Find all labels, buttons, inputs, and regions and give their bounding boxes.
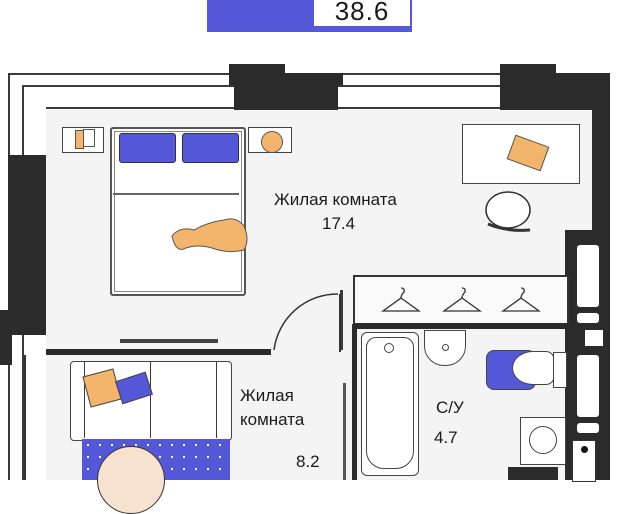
wall xyxy=(229,73,343,85)
blanket-edge xyxy=(113,193,239,195)
chair-icon xyxy=(485,191,531,232)
room-name-line1: Жилая xyxy=(240,386,294,405)
sofa-seam xyxy=(150,362,151,438)
sofa-seam xyxy=(84,362,85,438)
book-icon xyxy=(83,129,95,147)
room-name: С/У xyxy=(436,398,464,417)
window-pane xyxy=(585,330,603,346)
sink-drain-icon xyxy=(442,344,449,351)
room-label-living-small: Жилая комната xyxy=(240,386,304,430)
hanger-icon xyxy=(380,287,422,312)
room-area: 8.2 xyxy=(296,452,320,471)
table-icon xyxy=(97,446,165,514)
wardrobe xyxy=(353,275,569,328)
window-pane xyxy=(577,245,599,307)
drain-icon xyxy=(384,343,394,353)
window-line xyxy=(46,107,234,109)
hanger-icon xyxy=(500,287,542,312)
wall xyxy=(508,467,558,480)
bathtub-inner xyxy=(366,337,414,469)
room-area-bathroom: 4.7 xyxy=(434,428,458,448)
bathroom-wall xyxy=(352,324,565,329)
window-pane xyxy=(577,355,599,417)
window-pane xyxy=(24,355,46,480)
room-area-living-small: 8.2 xyxy=(296,452,320,472)
window-pane xyxy=(577,423,599,433)
utility-dot xyxy=(581,446,588,453)
bathroom-wall xyxy=(352,327,357,480)
pillow xyxy=(182,133,239,163)
lamp-icon xyxy=(261,131,283,153)
blanket-icon xyxy=(171,218,248,253)
wall xyxy=(592,110,610,230)
room-name-line2: комната xyxy=(240,410,305,429)
door-swing-icon xyxy=(273,293,341,352)
wall xyxy=(8,155,46,335)
room-area: 17.4 xyxy=(322,214,356,233)
partition-wall xyxy=(46,349,271,355)
washing-machine-drum-icon xyxy=(529,426,557,454)
door-leaf xyxy=(343,383,346,480)
window-pane xyxy=(577,313,599,323)
toilet xyxy=(512,351,554,385)
tv-icon xyxy=(120,339,218,343)
window-line xyxy=(338,107,500,109)
wall xyxy=(234,84,338,110)
room-label-living-large: Жилая комната xyxy=(274,190,397,210)
room-name: Жилая комната xyxy=(274,190,397,209)
partition-wall xyxy=(340,290,343,350)
sofa-seam xyxy=(216,362,217,438)
wall xyxy=(0,310,12,365)
room-area: 4.7 xyxy=(434,428,458,447)
pillow xyxy=(119,133,176,163)
room-label-bathroom: С/У xyxy=(436,398,464,418)
toilet-tank xyxy=(553,352,567,388)
room-area-living-large: 17.4 xyxy=(322,214,355,234)
wall xyxy=(500,73,610,110)
total-area-value: 38.6 xyxy=(314,0,410,26)
hanger-icon xyxy=(441,287,483,312)
